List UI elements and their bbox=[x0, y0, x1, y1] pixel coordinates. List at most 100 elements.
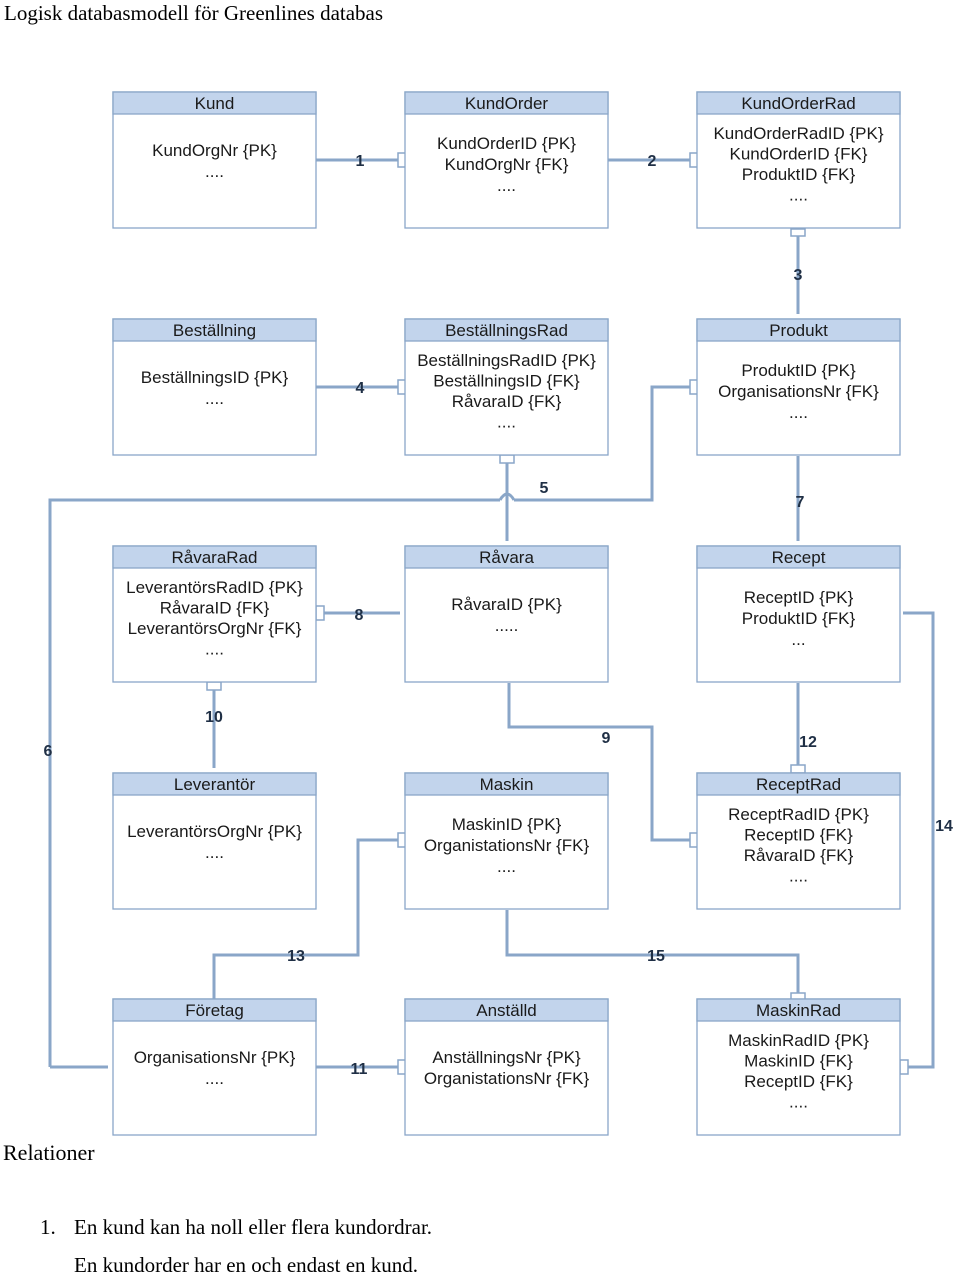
entity-attribute: .... bbox=[789, 403, 808, 422]
relationship-label-5: 5 bbox=[540, 480, 549, 497]
entity-header bbox=[696, 91, 901, 115]
entity-name: Maskin bbox=[480, 775, 534, 794]
entity-attribute: BeställningsID {PK} bbox=[141, 368, 289, 387]
entity-attribute: MaskinID {FK} bbox=[744, 1052, 853, 1071]
entity-attribute: KundOrderID {PK} bbox=[437, 134, 576, 153]
entity-attribute: ProduktID {FK} bbox=[742, 165, 856, 184]
entity-header bbox=[112, 91, 317, 115]
relationship-label-3: 3 bbox=[794, 267, 803, 284]
entity-name: KundOrder bbox=[465, 94, 548, 113]
entity-attribute: .... bbox=[497, 413, 516, 432]
relationship-label-2: 2 bbox=[648, 153, 657, 170]
entity-attribute: ... bbox=[791, 630, 805, 649]
entity-name: Kund bbox=[195, 94, 235, 113]
entity-attribute: RåvaraID {FK} bbox=[452, 392, 562, 411]
entity-box bbox=[696, 91, 901, 229]
entity-attribute: .... bbox=[205, 1069, 224, 1088]
entity-attribute: LeverantörsOrgNr {FK} bbox=[128, 619, 302, 638]
entity-attribute: ReceptID {FK} bbox=[744, 826, 853, 845]
entity-attribute: AnställningsNr {PK} bbox=[432, 1048, 581, 1067]
entity-attribute: RåvaraID {PK} bbox=[451, 595, 562, 614]
entity-attribute: OrganistationsNr {FK} bbox=[424, 836, 590, 855]
relationship-connector bbox=[206, 681, 222, 691]
entity-name: MaskinRad bbox=[756, 1001, 841, 1020]
entity-attribute: .... bbox=[789, 867, 808, 886]
entity-attribute: KundOrderID {FK} bbox=[730, 145, 868, 164]
entity-box bbox=[112, 91, 317, 229]
entity-name: Beställning bbox=[173, 321, 256, 340]
entity-name: Recept bbox=[772, 548, 826, 567]
entity-header bbox=[112, 772, 317, 796]
relationship-label-15: 15 bbox=[647, 948, 665, 965]
relationship-label-8: 8 bbox=[355, 607, 364, 624]
entity-attribute: .... bbox=[205, 640, 224, 659]
entity-box bbox=[696, 545, 901, 683]
entity-name: BeställningsRad bbox=[445, 321, 568, 340]
relationship-label-10: 10 bbox=[205, 709, 223, 726]
entity-header bbox=[404, 545, 609, 569]
entity-attribute: KundOrderRadID {PK} bbox=[713, 124, 883, 143]
entity-header bbox=[404, 998, 609, 1022]
entity-header bbox=[696, 545, 901, 569]
entity-name: Produkt bbox=[769, 321, 828, 340]
entity-attribute: OrganisationsNr {FK} bbox=[718, 382, 879, 401]
entity-attribute: OrganistationsNr {FK} bbox=[424, 1069, 590, 1088]
relationship-connector bbox=[315, 605, 325, 621]
relationship-label-14: 14 bbox=[935, 818, 953, 835]
relationship-line bbox=[212, 838, 400, 999]
relationship-line bbox=[505, 910, 800, 994]
entity-header bbox=[404, 772, 609, 796]
entity-box bbox=[696, 318, 901, 456]
entity-attribute: ProduktID {FK} bbox=[742, 609, 856, 628]
entity-box bbox=[404, 772, 609, 910]
entity-name: RåvaraRad bbox=[172, 548, 258, 567]
relationship-connector bbox=[790, 228, 806, 237]
relationship-connector bbox=[899, 1059, 909, 1075]
relationship-line bbox=[507, 683, 692, 842]
relationship-connector bbox=[790, 764, 806, 774]
entity-attribute: RåvaraID {FK} bbox=[744, 846, 854, 865]
entity-attribute: MaskinRadID {PK} bbox=[728, 1031, 869, 1050]
entity-header bbox=[112, 318, 317, 342]
relationship-line-hop bbox=[498, 492, 516, 501]
relations-heading: Relationer bbox=[3, 1140, 95, 1165]
entity-header bbox=[696, 772, 901, 796]
relationship-line bbox=[48, 385, 692, 1067]
relationship-label-13: 13 bbox=[287, 948, 305, 965]
entity-attribute: .... bbox=[789, 1093, 808, 1112]
entity-attribute: ReceptID {PK} bbox=[744, 588, 854, 607]
entity-name: KundOrderRad bbox=[741, 94, 855, 113]
entity-attribute: .... bbox=[205, 843, 224, 862]
entity-attribute: LeverantörsOrgNr {PK} bbox=[127, 822, 302, 841]
relationship-line bbox=[903, 611, 935, 1069]
entity-box bbox=[112, 998, 317, 1136]
entity-header bbox=[404, 91, 609, 115]
relationship-connector bbox=[499, 454, 515, 464]
entity-header bbox=[696, 998, 901, 1022]
entity-name: Råvara bbox=[479, 548, 534, 567]
entity-attribute: KundOrgNr {PK} bbox=[152, 141, 277, 160]
entity-box bbox=[112, 318, 317, 456]
relationship-label-4: 4 bbox=[356, 380, 365, 397]
entity-header bbox=[404, 318, 609, 342]
entity-header bbox=[696, 318, 901, 342]
entity-attribute: RåvaraID {FK} bbox=[160, 599, 270, 618]
entity-attribute: MaskinID {PK} bbox=[452, 815, 562, 834]
entity-box bbox=[404, 545, 609, 683]
entity-attribute: ReceptRadID {PK} bbox=[728, 805, 869, 824]
entity-attribute: BeställningsRadID {PK} bbox=[417, 351, 596, 370]
